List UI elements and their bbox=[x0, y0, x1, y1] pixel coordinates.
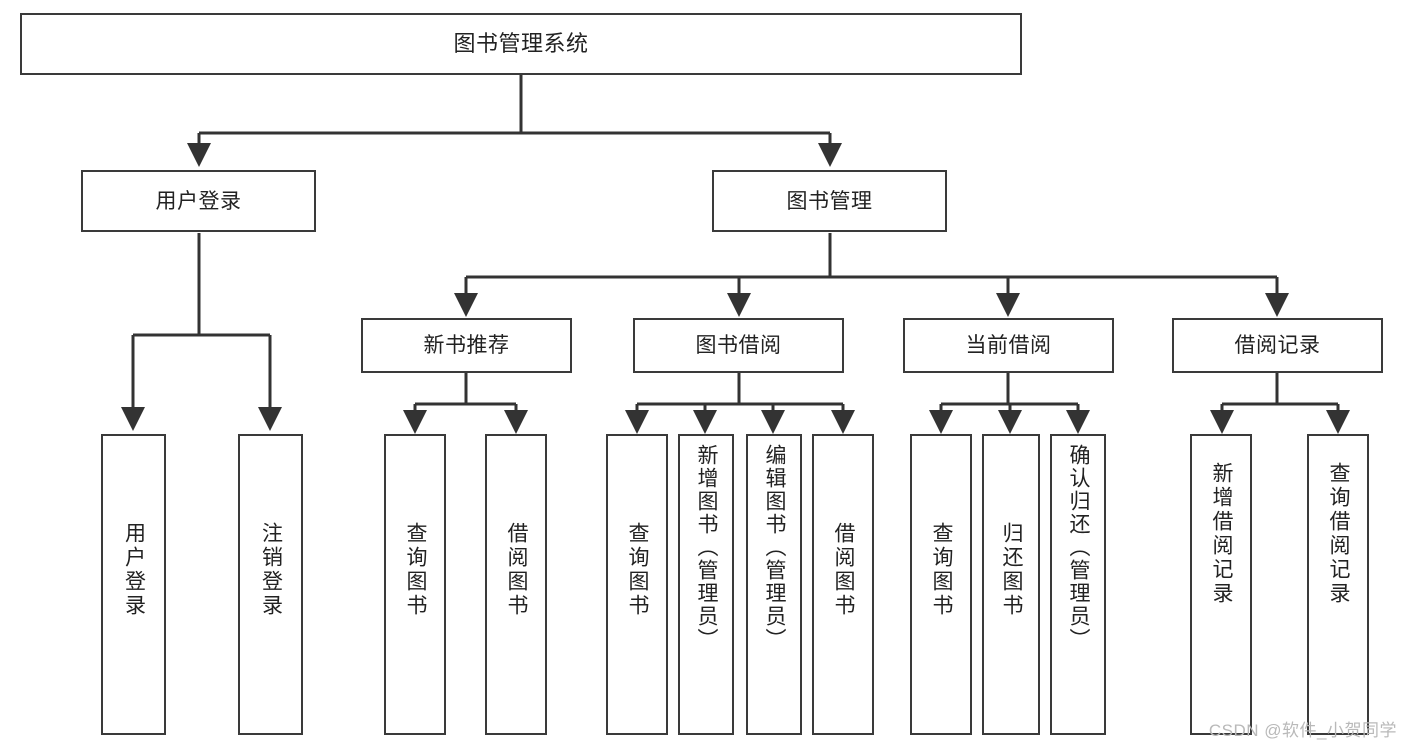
node-leaf-add-book-label: 新增图书（管理员） bbox=[695, 444, 719, 651]
node-current-borrow[interactable]: 当前借阅 bbox=[903, 318, 1114, 373]
node-leaf-return-book[interactable]: 归还图书 bbox=[982, 434, 1040, 735]
node-new-book-recommend[interactable]: 新书推荐 bbox=[361, 318, 572, 373]
node-leaf-confirm-return[interactable]: 确认归还（管理员） bbox=[1050, 434, 1106, 735]
node-leaf-query-book-3[interactable]: 查询图书 bbox=[910, 434, 972, 735]
node-leaf-add-record-label: 新增借阅记录 bbox=[1210, 462, 1234, 606]
node-leaf-user-login-label: 用户登录 bbox=[122, 522, 146, 618]
node-leaf-query-record-label: 查询借阅记录 bbox=[1327, 462, 1351, 606]
node-book-manage-label: 图书管理 bbox=[786, 189, 873, 213]
node-leaf-query-book-1[interactable]: 查询图书 bbox=[384, 434, 446, 735]
node-leaf-borrow-book-1[interactable]: 借阅图书 bbox=[485, 434, 547, 735]
node-leaf-borrow-book-2[interactable]: 借阅图书 bbox=[812, 434, 874, 735]
node-leaf-user-login[interactable]: 用户登录 bbox=[101, 434, 166, 735]
node-leaf-add-record[interactable]: 新增借阅记录 bbox=[1190, 434, 1252, 735]
node-leaf-add-book[interactable]: 新增图书（管理员） bbox=[678, 434, 734, 735]
node-book-manage[interactable]: 图书管理 bbox=[712, 170, 947, 232]
node-leaf-user-logout[interactable]: 注销登录 bbox=[238, 434, 303, 735]
node-current-borrow-label: 当前借阅 bbox=[965, 334, 1052, 357]
watermark: CSDN @软件_小贺同学 bbox=[1208, 721, 1397, 740]
node-new-book-recommend-label: 新书推荐 bbox=[423, 334, 510, 357]
node-leaf-query-book-3-label: 查询图书 bbox=[930, 522, 954, 618]
node-root[interactable]: 图书管理系统 bbox=[20, 13, 1022, 75]
node-leaf-borrow-book-2-label: 借阅图书 bbox=[832, 522, 856, 618]
node-borrow-record[interactable]: 借阅记录 bbox=[1172, 318, 1383, 373]
node-root-label: 图书管理系统 bbox=[453, 31, 589, 56]
node-leaf-query-record[interactable]: 查询借阅记录 bbox=[1307, 434, 1369, 735]
node-leaf-return-book-label: 归还图书 bbox=[1000, 522, 1024, 618]
node-leaf-confirm-return-label: 确认归还（管理员） bbox=[1067, 444, 1091, 651]
node-leaf-borrow-book-1-label: 借阅图书 bbox=[505, 522, 529, 618]
node-user-login-label: 用户登录 bbox=[155, 189, 242, 213]
node-book-borrow-label: 图书借阅 bbox=[695, 334, 782, 357]
node-borrow-record-label: 借阅记录 bbox=[1234, 334, 1321, 357]
node-leaf-user-logout-label: 注销登录 bbox=[259, 522, 283, 618]
node-leaf-query-book-2[interactable]: 查询图书 bbox=[606, 434, 668, 735]
node-user-login[interactable]: 用户登录 bbox=[81, 170, 316, 232]
node-leaf-query-book-2-label: 查询图书 bbox=[626, 522, 650, 618]
node-book-borrow[interactable]: 图书借阅 bbox=[633, 318, 844, 373]
node-leaf-query-book-1-label: 查询图书 bbox=[404, 522, 428, 618]
node-leaf-edit-book[interactable]: 编辑图书（管理员） bbox=[746, 434, 802, 735]
node-leaf-edit-book-label: 编辑图书（管理员） bbox=[763, 444, 787, 651]
